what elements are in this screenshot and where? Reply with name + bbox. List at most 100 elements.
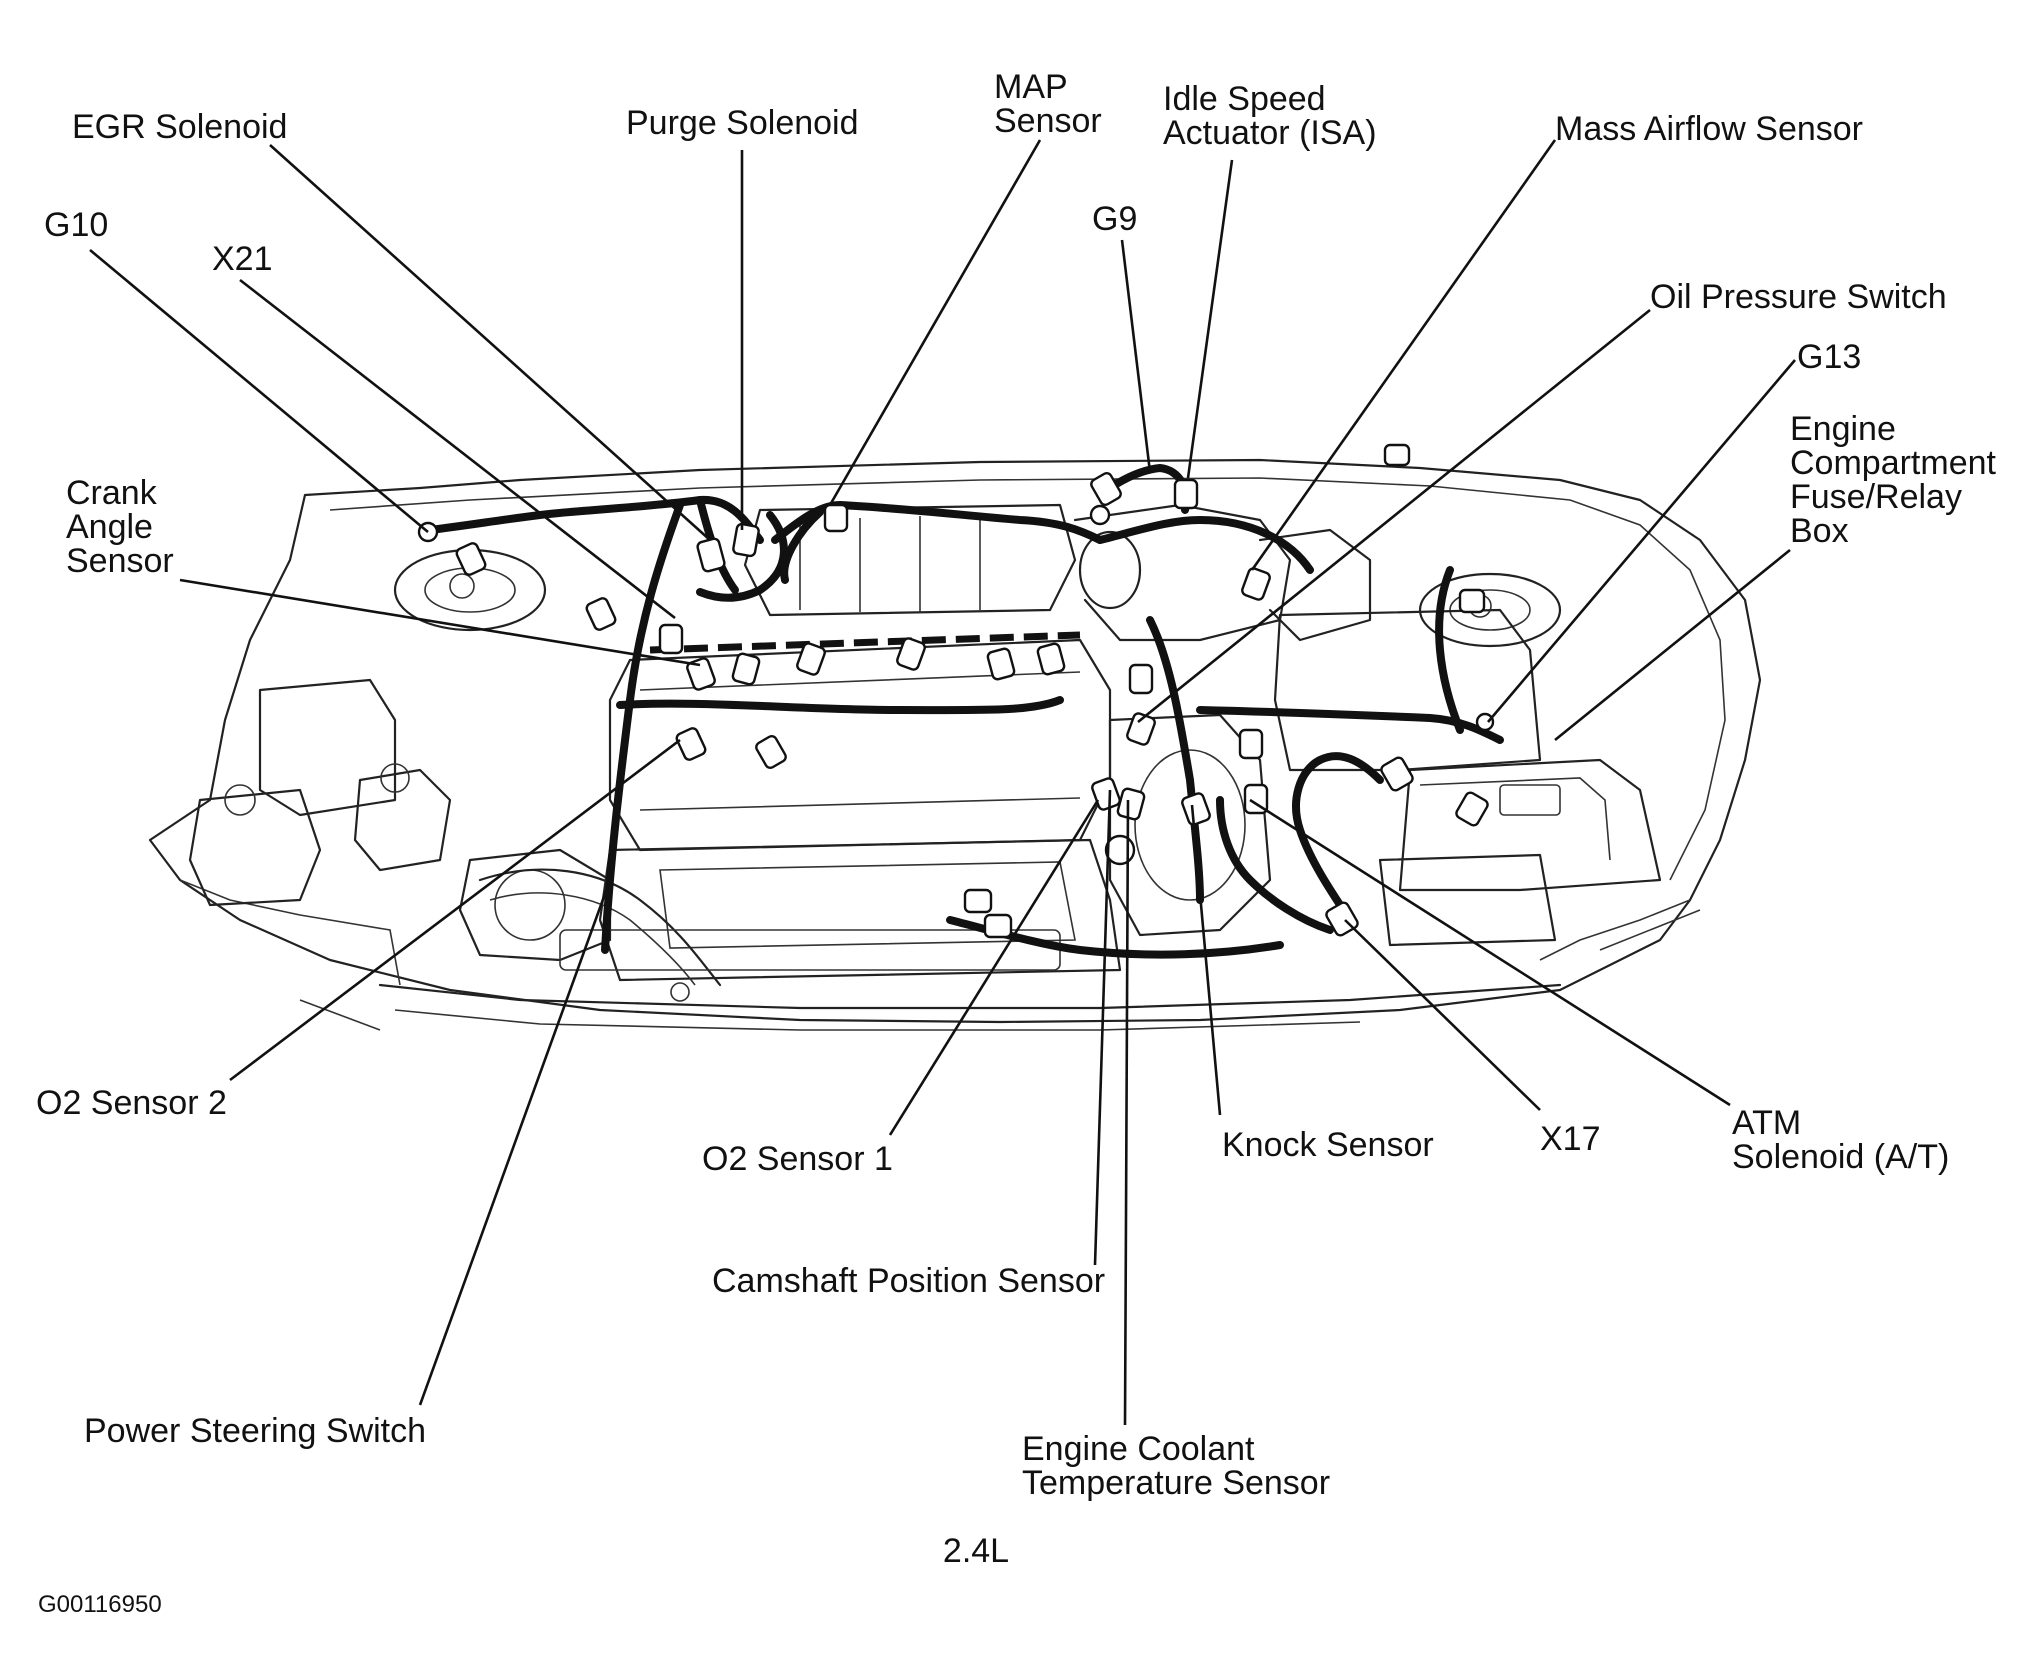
label-atm-solenoid: ATM Solenoid (A/T)	[1732, 1104, 1949, 1176]
front-bracket	[299, 909, 1701, 1031]
harness-lower-right	[1216, 796, 1334, 934]
leader-map-sensor	[828, 139, 1042, 506]
transaxle	[1108, 713, 1272, 937]
label-crank-angle: Crank Angle Sensor	[66, 474, 174, 580]
bumper-line	[378, 983, 1562, 1010]
fuse-relay-box	[1398, 758, 1662, 892]
leader-g10	[89, 249, 429, 533]
label-o2-sensor-1: O2 Sensor 1	[702, 1140, 893, 1178]
leader-g13	[1487, 359, 1796, 723]
label-g13: G13	[1797, 338, 1861, 376]
label-coolant-temp: Engine Coolant Temperature Sensor	[1022, 1430, 1330, 1502]
label-g10: G10	[44, 206, 108, 244]
label-purge-solenoid: Purge Solenoid	[626, 104, 859, 142]
label-crank-angle-line2: Angle	[66, 508, 153, 546]
leader-g9	[1120, 239, 1152, 473]
label-crank-angle-line1: Crank	[66, 474, 158, 512]
throttle-body	[1078, 530, 1142, 610]
leader-lines	[89, 139, 1796, 1426]
label-coolant-temp-line2: Temperature Sensor	[1022, 1464, 1330, 1502]
harness-left-drop	[601, 501, 684, 954]
harness-right	[1196, 706, 1504, 744]
harness-head-lower	[616, 696, 1064, 715]
leader-atm-solenoid	[1249, 798, 1731, 1107]
brake-reservoir	[353, 768, 452, 872]
label-oil-pressure: Oil Pressure Switch	[1650, 278, 1947, 316]
engine-compartment-illustration	[148, 443, 1762, 1031]
label-atm-solenoid-line2: Solenoid (A/T)	[1732, 1138, 1949, 1176]
left-strut-cap	[449, 573, 475, 599]
harness-atm-branch	[1292, 752, 1384, 924]
figure-id: G00116950	[38, 1591, 162, 1618]
fender-right	[1539, 899, 1691, 961]
label-egr-solenoid: EGR Solenoid	[72, 108, 287, 146]
engine-block	[598, 838, 1122, 982]
label-coolant-temp-line1: Engine Coolant	[1022, 1430, 1255, 1468]
label-isa: Idle Speed Actuator (ISA)	[1163, 80, 1377, 152]
leader-knock-sensor	[1190, 804, 1222, 1116]
right-strut-tower	[1418, 572, 1562, 648]
battery-box	[1273, 608, 1542, 772]
label-x17: X17	[1540, 1120, 1601, 1158]
label-power-steering: Power Steering Switch	[84, 1412, 426, 1450]
label-map-sensor: MAP Sensor	[994, 68, 1102, 140]
label-fuse-box: Engine Compartment Fuse/Relay Box	[1790, 410, 2005, 550]
label-fuse-box-line1: Engine	[1790, 410, 1896, 448]
label-knock-sensor: Knock Sensor	[1222, 1126, 1434, 1164]
fuse-box-tab	[1499, 784, 1561, 816]
label-mass-airflow: Mass Airflow Sensor	[1555, 110, 1863, 148]
leader-o2-sensor-2	[229, 738, 681, 1082]
harness-center-drop	[1146, 616, 1204, 904]
label-isa-line2: Actuator (ISA)	[1163, 114, 1377, 152]
bumper-lower-line	[394, 1009, 1361, 1031]
label-fuse-box-line4: Box	[1790, 512, 1849, 550]
harness-fuse-loop	[1435, 566, 1464, 734]
engine-caption: 2.4L	[943, 1532, 1009, 1570]
coolant-reservoir	[258, 678, 397, 817]
power-steering-pulley	[494, 869, 566, 941]
leader-crank-angle	[179, 578, 701, 667]
body-outline	[148, 458, 1762, 1024]
leader-oil-pressure	[1137, 308, 1651, 724]
harness-main-left	[426, 495, 764, 544]
label-g9: G9	[1092, 200, 1137, 238]
label-fuse-box-line3: Fuse/Relay	[1790, 478, 1962, 516]
harness-map	[780, 508, 824, 584]
cylinder-head-ridge	[639, 671, 1081, 811]
label-x21: X21	[212, 240, 273, 278]
label-o2-sensor-2: O2 Sensor 2	[36, 1084, 227, 1122]
washer-cap	[224, 784, 256, 816]
radiator-hose-left-inner	[489, 892, 696, 986]
fender-left	[179, 879, 401, 986]
label-map-sensor-line2: Sensor	[994, 102, 1102, 140]
front-bolt	[670, 982, 690, 1002]
right-strut-tower-inner	[1449, 589, 1531, 631]
air-cleaner	[1258, 528, 1372, 642]
leader-x21	[239, 278, 676, 620]
label-crank-angle-line3: Sensor	[66, 542, 174, 580]
transaxle-bell	[1134, 749, 1246, 901]
fuse-box-lid	[1419, 777, 1611, 861]
label-fuse-box-line2: Compartment	[1790, 444, 1997, 482]
harness-head-dashed	[649, 631, 1081, 654]
ecu-box	[1378, 853, 1557, 947]
label-atm-solenoid-line1: ATM	[1732, 1104, 1801, 1142]
harness-top-right	[1096, 516, 1314, 574]
leader-power-steering	[418, 879, 612, 1406]
labels: EGR Solenoid Purge Solenoid MAP Sensor I…	[36, 68, 2005, 1618]
radiator-support	[559, 929, 1061, 971]
leader-o2-sensor-1	[888, 799, 1100, 1136]
leader-x17	[1344, 919, 1541, 1111]
label-isa-line1: Idle Speed	[1163, 80, 1326, 118]
intake-runners	[799, 514, 981, 612]
leader-egr-solenoid	[269, 144, 711, 541]
label-map-sensor-line1: MAP	[994, 68, 1067, 106]
body-inner-outline	[329, 477, 1726, 881]
leader-mass-airflow	[1250, 139, 1557, 571]
leader-camshaft	[1093, 789, 1112, 1266]
intake-manifold	[743, 503, 1077, 617]
leader-coolant-temp	[1123, 799, 1130, 1426]
washer-reservoir	[188, 788, 322, 907]
leader-isa	[1186, 159, 1234, 479]
